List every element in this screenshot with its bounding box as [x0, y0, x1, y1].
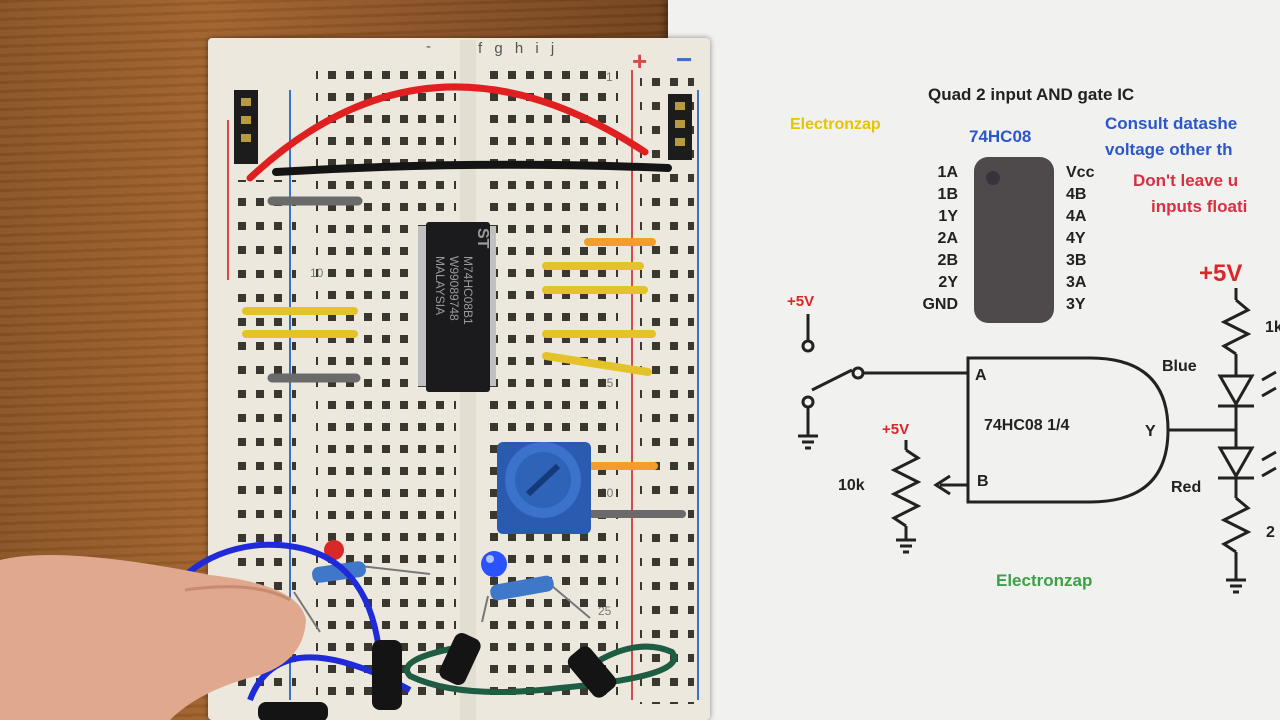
led-red: [324, 540, 344, 560]
datasheet-note-line1: Consult datashe: [1105, 114, 1238, 133]
resistor-bottom-label: 2: [1266, 524, 1275, 541]
pin-label: 3B: [1066, 252, 1087, 269]
pin-label: 2Y: [938, 274, 958, 291]
gate-output-y-label: Y: [1145, 423, 1156, 440]
trimmer-potentiometer: [497, 442, 591, 534]
power-header-right: [668, 94, 692, 160]
ic-part-label: 74HC08: [969, 127, 1032, 146]
wire-plugs: [258, 633, 617, 720]
gate-label: 74HC08 1/4: [984, 417, 1070, 434]
pin-label: GND: [922, 296, 958, 313]
floating-note-line2: inputs floati: [1151, 197, 1248, 216]
green-jumper-wire: [404, 643, 678, 695]
pin-label: 1A: [937, 164, 958, 181]
pin-label: 4Y: [1066, 230, 1086, 247]
breadboard-top-minus: -: [426, 38, 431, 55]
ic-chip-logo: ST: [474, 228, 491, 249]
pin-label: 1Y: [938, 208, 958, 225]
finger: [0, 555, 306, 720]
pin-labels-left: 1A 1B 1Y 2A 2B 2Y GND: [904, 165, 958, 319]
pin-label: 2B: [937, 252, 958, 269]
switch-symbol: [798, 314, 968, 450]
ic-chip-74hc08: ST M74HC08B1 W99089748 MALAYSIA: [418, 222, 496, 392]
pin-label: 3Y: [1066, 296, 1086, 313]
pin-label: 4B: [1066, 186, 1087, 203]
schematic-paper: Quad 2 input AND gate IC Electronzap 74H…: [668, 0, 1280, 720]
ic-package-icon: [974, 157, 1054, 323]
black-jumper-wire: [272, 160, 672, 176]
datasheet-note-line2: voltage other th: [1105, 140, 1233, 159]
led-chain-symbol: [1217, 288, 1277, 594]
pin-label: 3A: [1066, 274, 1087, 291]
ic-chip-marking-2: W99089748: [447, 256, 461, 321]
gate-input-a-label: A: [975, 367, 987, 384]
brand-label-bottom: Electronzap: [996, 571, 1093, 590]
ic-chip-marking-1: M74HC08B1: [461, 256, 475, 325]
fingernail-edge: [184, 585, 291, 602]
led-blue: [481, 551, 507, 577]
plus5v-pot-label: +5V: [882, 421, 910, 438]
led-blue-label: Blue: [1162, 358, 1197, 375]
breadboard-column-letters: f g h i j: [478, 40, 559, 57]
red-jumper-wire: [246, 83, 649, 182]
floating-note-line1: Don't leave u: [1133, 171, 1239, 190]
power-header-left: [234, 90, 258, 164]
plus5v-switch-label: +5V: [787, 293, 815, 310]
and-gate-symbol: [966, 356, 1236, 504]
short-jumpers: [242, 196, 686, 518]
potentiometer-symbol: [890, 440, 968, 554]
pin-label: 1B: [937, 186, 958, 203]
led-red-label: Red: [1171, 479, 1202, 496]
pin-label: 2A: [937, 230, 958, 247]
pin-label: Vcc: [1066, 164, 1095, 181]
ic-chip-marking-3: MALAYSIA: [433, 256, 447, 315]
schematic-title: Quad 2 input AND gate IC: [928, 85, 1135, 104]
pin-label: 4A: [1066, 208, 1087, 225]
pot-value-label: 10k: [838, 477, 865, 494]
terminal-strip-right-holes: [480, 64, 618, 704]
pin-labels-right: Vcc 4B 4A 4Y 3B 3A 3Y: [1066, 165, 1126, 319]
resistor-top-label: 1k: [1265, 319, 1280, 336]
brand-label-top: Electronzap: [790, 116, 881, 133]
gate-input-b-label: B: [977, 473, 989, 490]
plus5v-leds-label: +5V: [1199, 260, 1243, 287]
